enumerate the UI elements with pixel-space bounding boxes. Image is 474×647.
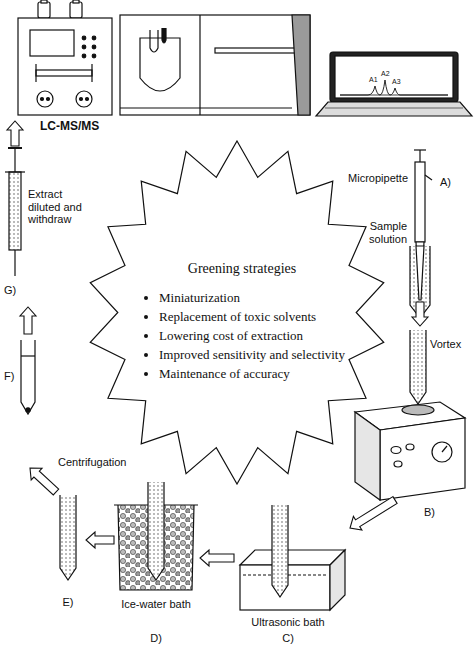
step-arrow <box>20 307 36 334</box>
step-letter: E) <box>63 596 74 609</box>
strategy-item: Maintenance of accuracy <box>159 365 345 384</box>
step-label: Ultrasonic bath <box>251 616 324 629</box>
tube <box>60 495 76 580</box>
laptop <box>316 52 472 116</box>
step-letter: A) <box>440 176 451 189</box>
step-letter: D) <box>150 632 162 645</box>
step-arrow <box>86 532 114 548</box>
step-arrow <box>412 302 428 326</box>
centrifuged-tube <box>21 340 35 414</box>
greening-star: Greening strategiesMiniaturizationReplac… <box>87 140 387 485</box>
peak-label: A3 <box>392 78 401 86</box>
step-letter: B) <box>424 506 435 519</box>
syringe <box>5 148 25 276</box>
strategy-item: Replacement of toxic solvents <box>159 308 345 327</box>
step-arrow <box>7 121 23 146</box>
step-label: Centrifugation <box>58 456 127 469</box>
step-label: Ice-water bath <box>121 598 191 611</box>
star-heading: Greening strategies <box>188 261 296 277</box>
step-arrows <box>7 121 428 566</box>
peak-label: A2 <box>381 70 390 78</box>
star-shape <box>90 141 383 484</box>
ultrasonic-bath <box>240 505 345 610</box>
mass-spectrometer <box>120 15 310 115</box>
step-letter: F) <box>4 370 14 383</box>
vortex-mixer <box>355 330 465 500</box>
strategy-item: Lowering cost of extraction <box>159 327 345 346</box>
ice-water-bath <box>114 482 198 590</box>
step-arrow <box>30 468 59 495</box>
instrument-label: LC-MS/MS <box>40 120 99 134</box>
step-label: Vortex <box>430 338 461 351</box>
lc-instrument <box>18 0 112 115</box>
step-letter: C) <box>282 632 294 645</box>
step-letter: G) <box>4 284 16 297</box>
step-label: Extract diluted and withdraw <box>28 188 90 226</box>
peak-label: A1 <box>369 76 378 84</box>
step-arrow <box>350 497 397 530</box>
strategy-item: Improved sensitivity and selectivity <box>159 346 345 365</box>
step-arrow <box>200 550 234 566</box>
strategy-item: Miniaturization <box>159 289 345 308</box>
step-label: Micropipette <box>348 172 408 185</box>
